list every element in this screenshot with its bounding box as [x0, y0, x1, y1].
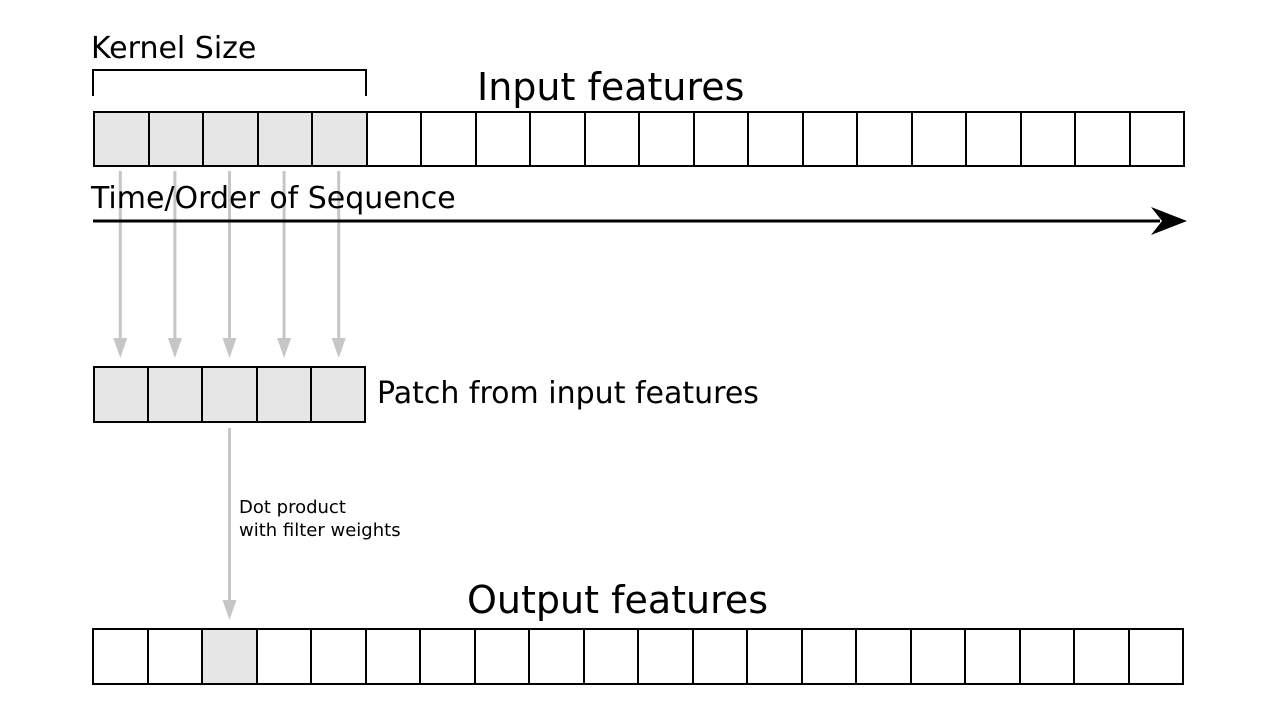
copy-arrow-head: [331, 338, 346, 358]
input-cell: [803, 113, 858, 165]
patch-cell: [149, 368, 204, 421]
output-features-title: Output features: [467, 578, 769, 622]
copy-arrow-head: [222, 338, 237, 358]
output-features-row: [92, 628, 1184, 685]
patch-label: Patch from input features: [377, 376, 759, 411]
output-cell: [693, 630, 748, 683]
input-cell: [313, 113, 368, 165]
input-cell: [749, 113, 804, 165]
output-cell: [94, 630, 149, 683]
kernel-size-label: Kernel Size: [91, 31, 257, 66]
input-cell: [531, 113, 586, 165]
input-cell: [422, 113, 477, 165]
patch-row: [93, 366, 366, 423]
kernel-size-bracket: [92, 69, 367, 96]
output-cell: [1129, 630, 1182, 683]
output-cell: [366, 630, 421, 683]
output-cell: [857, 630, 912, 683]
input-cell: [967, 113, 1022, 165]
output-cell: [966, 630, 1021, 683]
input-cell: [912, 113, 967, 165]
time-axis-arrow-head: [1151, 207, 1187, 235]
output-cell: [911, 630, 966, 683]
input-cell: [640, 113, 695, 165]
patch-cell: [203, 368, 258, 421]
input-cell: [694, 113, 749, 165]
output-cell: [421, 630, 476, 683]
input-cell: [858, 113, 913, 165]
copy-arrow-head: [277, 338, 292, 358]
output-cell: [748, 630, 803, 683]
output-cell: [802, 630, 857, 683]
output-cell: [584, 630, 639, 683]
output-cell: [148, 630, 203, 683]
dot-product-label-line2: with filter weights: [239, 520, 401, 541]
input-cell: [149, 113, 204, 165]
copy-arrow-head: [113, 338, 128, 358]
input-cell: [1130, 113, 1183, 165]
input-cell: [476, 113, 531, 165]
output-cell: [639, 630, 694, 683]
copy-arrow-head: [167, 338, 182, 358]
patch-cell: [257, 368, 312, 421]
output-cell: [203, 630, 258, 683]
input-cell: [258, 113, 313, 165]
dot-product-label-line1: Dot product: [239, 497, 346, 518]
output-cell: [530, 630, 585, 683]
input-cell: [585, 113, 640, 165]
output-cell: [312, 630, 367, 683]
patch-cell: [95, 368, 150, 421]
patch-cell: [311, 368, 365, 421]
input-features-row: [93, 111, 1185, 167]
time-axis-label: Time/Order of Sequence: [91, 181, 456, 216]
input-cell: [204, 113, 259, 165]
output-cell: [475, 630, 530, 683]
input-cell: [95, 113, 150, 165]
input-cell: [1076, 113, 1131, 165]
input-features-title: Input features: [477, 65, 745, 109]
output-cell: [257, 630, 312, 683]
dot-product-arrow-head: [222, 600, 237, 620]
input-cell: [1021, 113, 1076, 165]
input-cell: [367, 113, 422, 165]
output-cell: [1020, 630, 1075, 683]
output-cell: [1075, 630, 1130, 683]
